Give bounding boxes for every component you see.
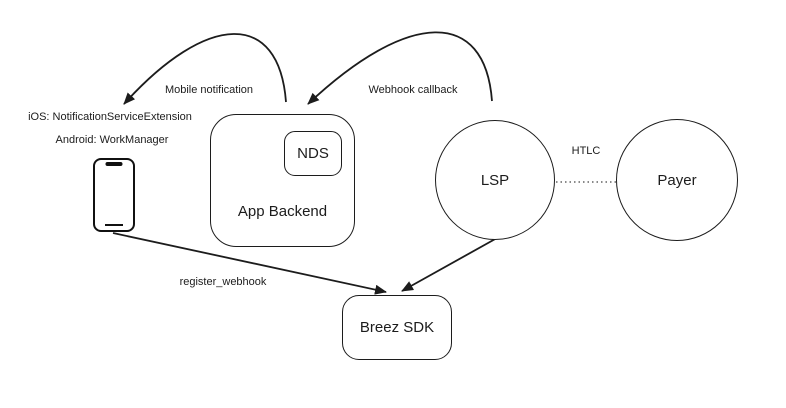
nds-node: NDS <box>284 131 342 176</box>
htlc-label: HTLC <box>571 145 601 157</box>
phone-homebar <box>105 223 123 226</box>
lsp-to-breez-arrow <box>401 237 498 292</box>
app-backend-node: NDS App Backend <box>210 114 355 247</box>
webhook-callback-label: Webhook callback <box>368 84 458 96</box>
ios-platform-label: iOS: NotificationServiceExtension <box>28 111 192 123</box>
phone-notch <box>105 162 123 166</box>
payer-node: Payer <box>616 119 738 241</box>
mobile-phone-icon <box>93 158 135 232</box>
mobile-notification-arrow <box>123 33 287 105</box>
mobile-notification-label: Mobile notification <box>164 84 254 96</box>
lsp-node: LSP <box>435 120 555 240</box>
register-webhook-arrow <box>112 232 387 295</box>
app-backend-label: App Backend <box>237 203 328 220</box>
android-platform-label: Android: WorkManager <box>55 134 169 146</box>
breez-sdk-node: Breez SDK <box>342 295 452 360</box>
register-webhook-label: register_webhook <box>179 276 267 288</box>
webhook-callback-arrow <box>307 31 493 105</box>
